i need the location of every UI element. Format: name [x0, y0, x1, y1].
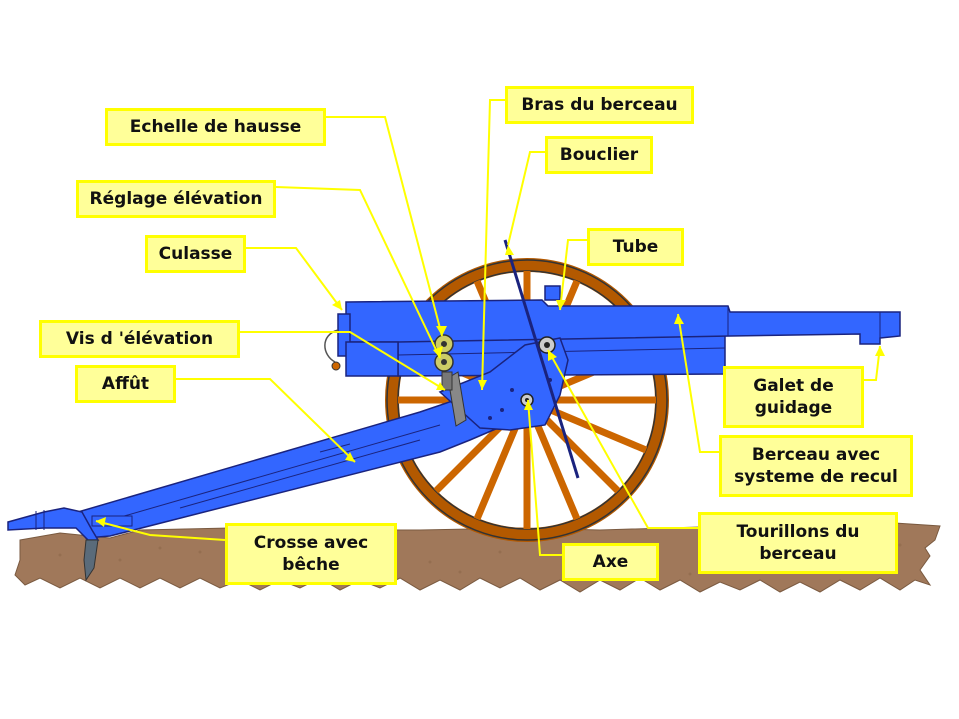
- leader-affut: [176, 378, 356, 463]
- leader-berceau-recul: [677, 313, 719, 453]
- shield: [503, 239, 580, 479]
- label-vis-elevation: Vis d 'élévation: [39, 320, 240, 358]
- label-bouclier: Bouclier: [545, 136, 653, 174]
- label-berceau-recul: Berceau avec systeme de recul: [719, 435, 913, 497]
- leader-reglage-elevation: [275, 186, 441, 359]
- label-reglage-elevation: Réglage élévation: [76, 180, 276, 218]
- label-crosse-beche: Crosse avec bêche: [225, 523, 397, 585]
- trail-spade: [7, 507, 133, 582]
- leader-tourillons: [547, 349, 698, 529]
- leader-vis-elevation: [240, 331, 446, 391]
- label-culasse: Culasse: [145, 235, 246, 273]
- leader-crosse: [95, 520, 226, 541]
- leader-bras-berceau: [481, 99, 505, 391]
- label-tourillons-berceau: Tourillons du berceau: [698, 512, 898, 574]
- leader-culasse: [246, 247, 343, 311]
- leader-galet: [864, 345, 881, 381]
- leader-echelle-hausse: [325, 116, 443, 337]
- label-tube: Tube: [587, 228, 684, 266]
- leader-axe: [527, 399, 562, 556]
- leader-tube: [559, 239, 587, 311]
- breech: [324, 313, 399, 377]
- leader-bouclier: [507, 151, 545, 246]
- label-galet-guidage: Galet de guidage: [723, 366, 864, 428]
- label-axe: Axe: [562, 543, 659, 581]
- label-echelle-hausse: Echelle de hausse: [105, 108, 326, 146]
- trail: [77, 394, 506, 539]
- label-bras-berceau: Bras du berceau: [505, 86, 694, 124]
- label-affut: Affût: [75, 365, 176, 403]
